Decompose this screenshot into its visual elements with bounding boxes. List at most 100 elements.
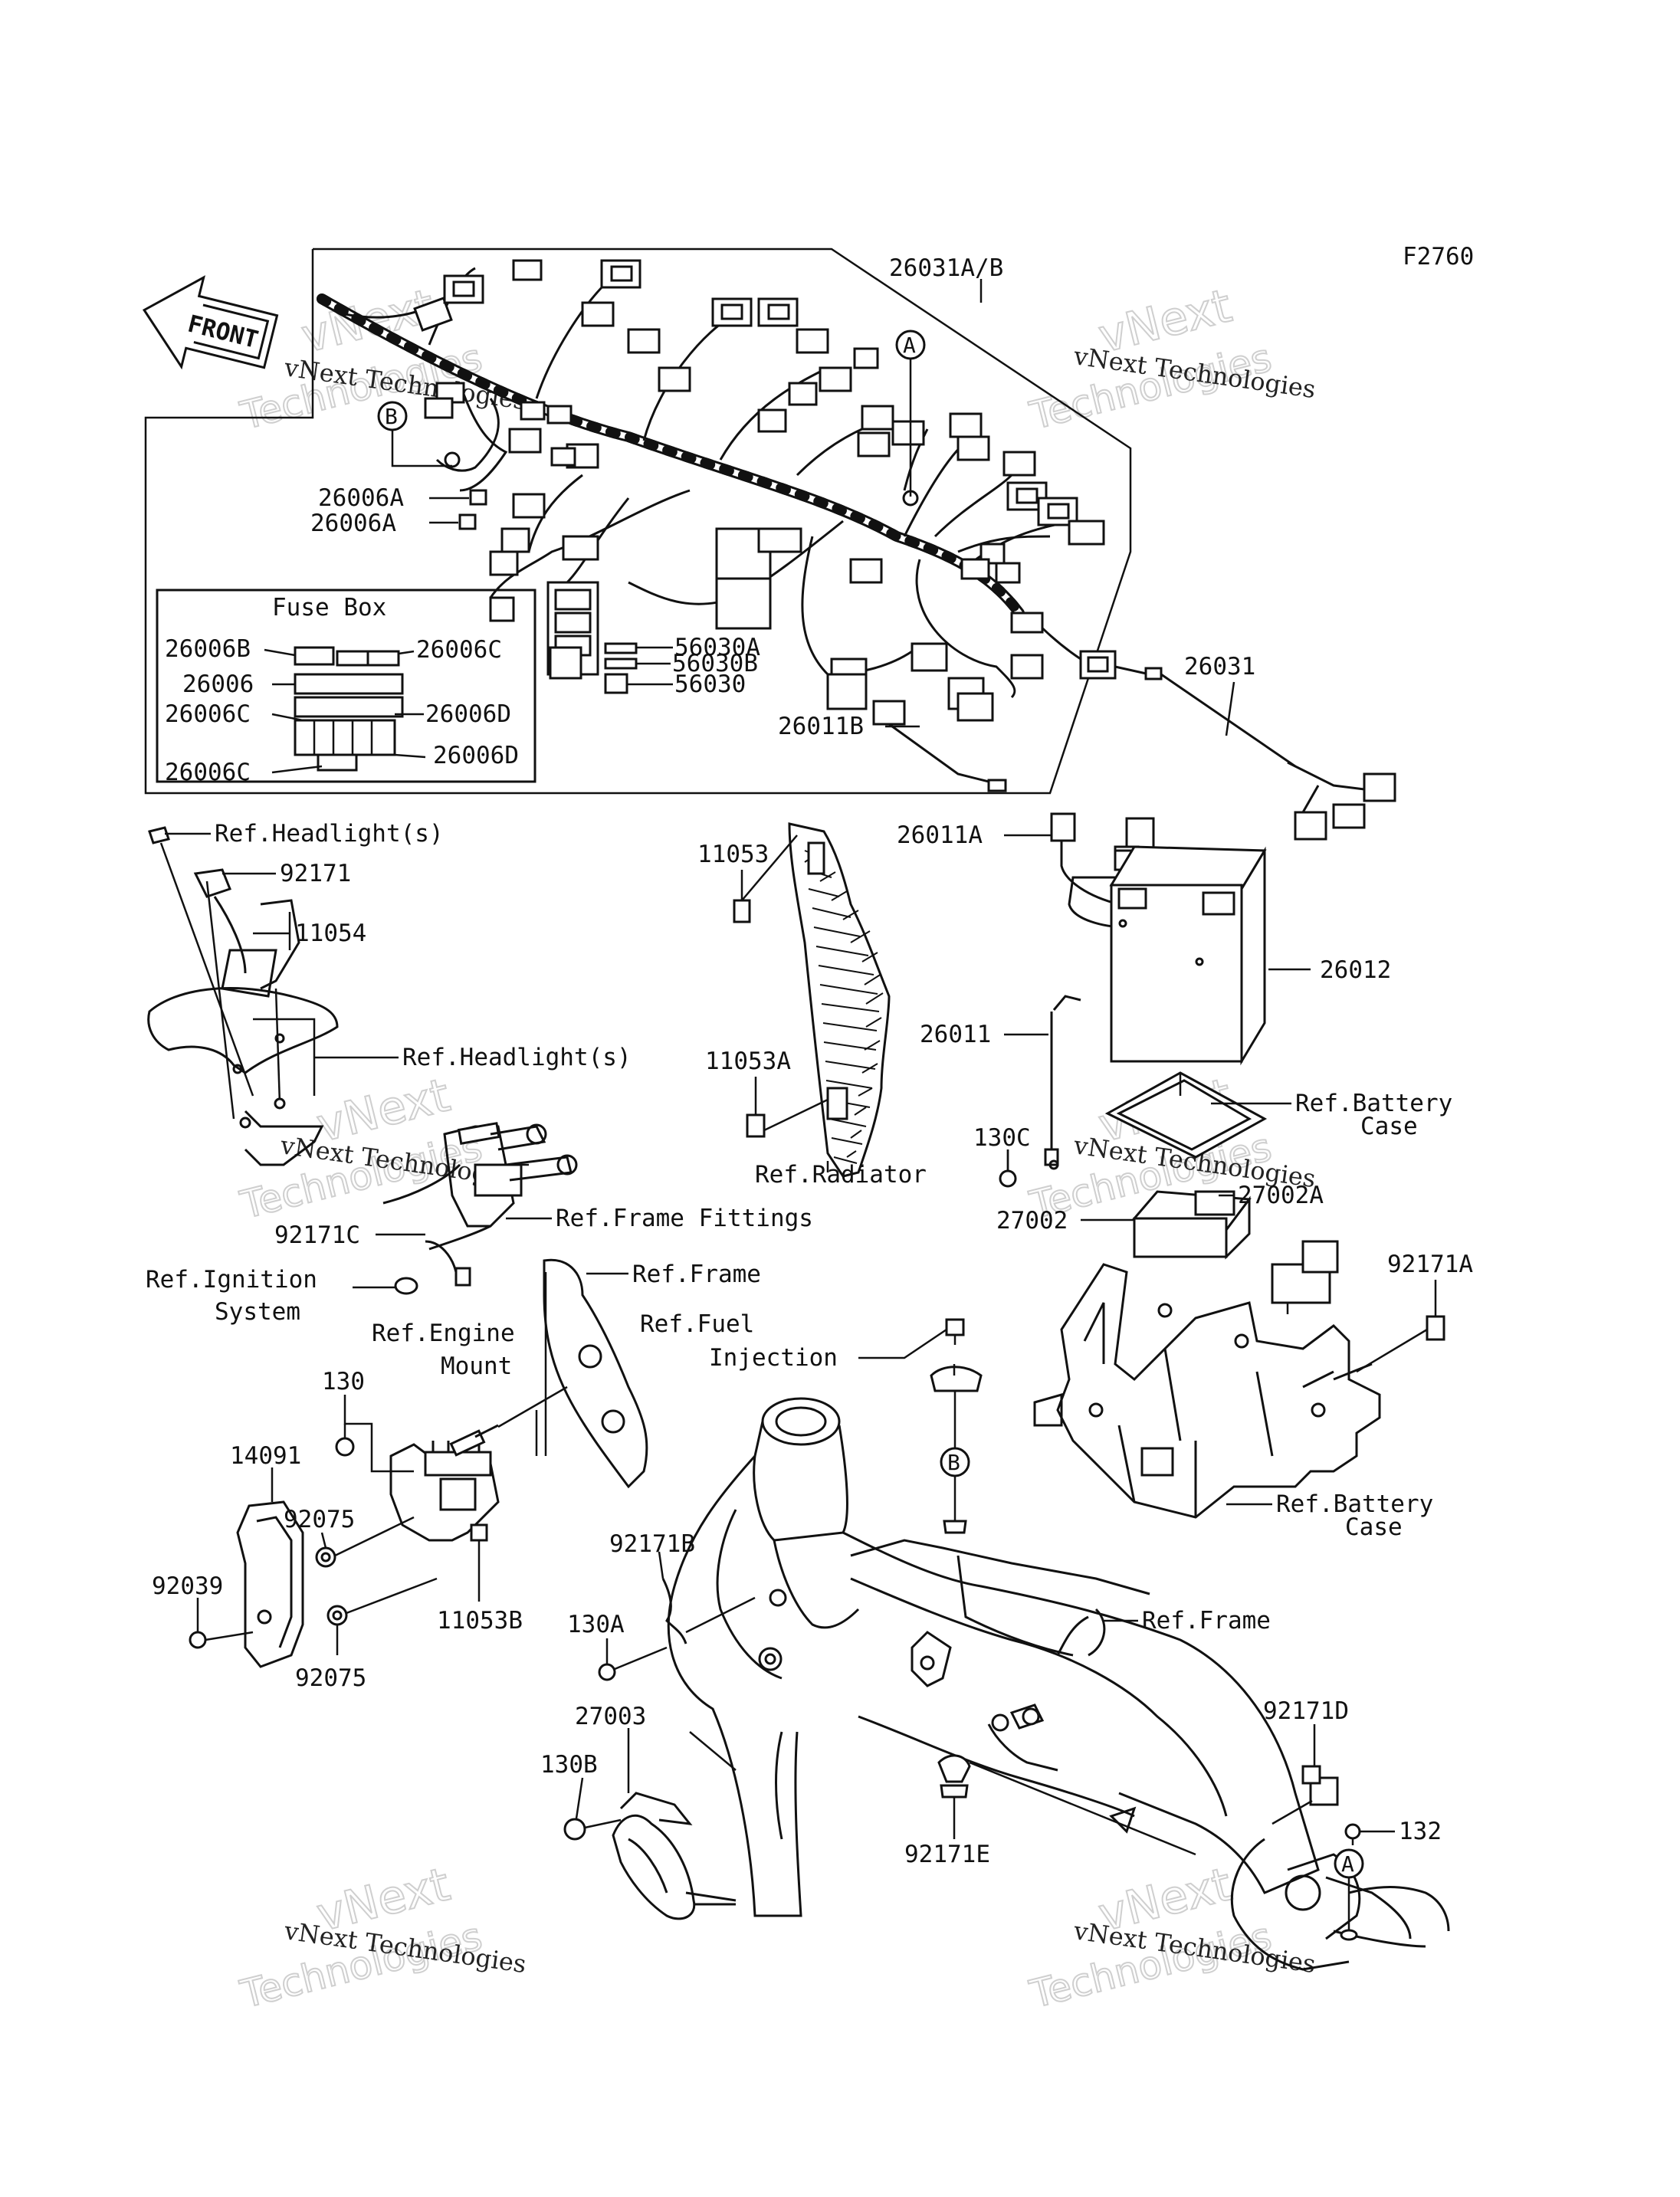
label-130b: 130B (540, 1751, 598, 1779)
fuel-leader (858, 1328, 947, 1359)
label-130: 130 (322, 1368, 365, 1395)
ref-ignition-b: System (215, 1298, 300, 1326)
marker-a-harness: A (895, 330, 926, 497)
label-130c: 130C (973, 1124, 1031, 1152)
ref-headlight-1: Ref.Headlight(s) (215, 820, 444, 848)
ref-frame-1: Ref.Frame (632, 1261, 761, 1288)
marker-a-text: A (1341, 1851, 1354, 1877)
nut-92075-upper (315, 1546, 336, 1568)
label-11053a: 11053A (705, 1048, 791, 1075)
label-92171d: 92171D (1263, 1697, 1349, 1725)
label-11054: 11054 (295, 920, 366, 947)
harness-connectors (413, 259, 1105, 722)
bracket-11053b (389, 1441, 500, 1542)
nut-92075-lower (326, 1605, 348, 1626)
ref-battery-case-1a: Ref.Battery (1295, 1090, 1452, 1117)
label-11053: 11053 (697, 841, 769, 868)
label-130a: 130A (567, 1611, 625, 1638)
main-frame (667, 1397, 1450, 1971)
label-26006c-3: 26006C (165, 759, 251, 786)
fuse-26006a-top (469, 489, 487, 506)
bolt-130a (598, 1646, 668, 1681)
clamp-92171d (1301, 1755, 1339, 1806)
label-26006a-1: 26006A (318, 484, 404, 512)
label-26031ab: 26031A/B (889, 254, 1003, 282)
label-26011b: 26011B (778, 713, 864, 740)
label-26011a: 26011A (897, 821, 983, 849)
watermark-bottom-right: vNext Technologies vNext Technologies (1025, 1857, 1317, 2018)
marker-a-text: A (903, 333, 916, 358)
engine-mount-bolt (449, 1424, 499, 1457)
label-27002a: 27002A (1238, 1182, 1324, 1209)
marker-b-text: B (947, 1450, 960, 1475)
label-56030: 56030 (674, 671, 746, 698)
label-26006c-1: 26006C (416, 636, 502, 664)
bolt-92039 (189, 1631, 254, 1649)
label-92075-1: 92075 (284, 1506, 355, 1533)
battery-pad (1104, 1071, 1268, 1159)
horn-27003 (612, 1792, 737, 1920)
label-26006c-2: 26006C (165, 700, 251, 728)
marker-b-harness: B (377, 401, 452, 467)
ref-fuel-b: Injection (709, 1344, 838, 1372)
label-56030a: 56030A (674, 634, 760, 661)
ref-engine-mount-b: Mount (441, 1353, 512, 1380)
label-26011: 26011 (920, 1021, 991, 1048)
leader-lines (165, 279, 1437, 1856)
frame-fitting-plate (543, 1258, 648, 1489)
clamp-92171e (937, 1754, 971, 1799)
clip-11053a (746, 1077, 829, 1138)
cable-26011 (1044, 995, 1081, 1170)
marker-b-text: B (385, 404, 398, 429)
fuel-injection-clamp (930, 1318, 983, 1392)
ref-fuel-a: Ref.Fuel (640, 1310, 754, 1338)
front-arrow: FRONT (142, 275, 279, 370)
main-wiring-harness (317, 267, 1081, 699)
label-14091: 14091 (230, 1442, 301, 1470)
battery-26012 (1050, 812, 1267, 1066)
ref-headlight-2: Ref.Headlight(s) (402, 1044, 632, 1071)
label-26031: 26031 (1184, 653, 1255, 680)
label-27002: 27002 (996, 1207, 1068, 1235)
clamp-92171b (661, 1578, 756, 1644)
cover-14091 (236, 1500, 304, 1668)
label-27003: 27003 (575, 1703, 646, 1730)
headlight-bracket (147, 826, 339, 1166)
clip-11053 (733, 835, 798, 923)
marker-a-frame: A (1334, 1848, 1364, 1941)
ref-frame-fittings: Ref.Frame Fittings (556, 1205, 813, 1232)
ref-radiator: Ref.Radiator (755, 1161, 927, 1189)
ref-battery-case-2b: Case (1345, 1513, 1403, 1541)
label-92171b: 92171B (609, 1530, 695, 1558)
ref-battery-case-1b: Case (1360, 1113, 1418, 1140)
clip-92171c (425, 1240, 471, 1287)
ref-frame-2: Ref.Frame (1142, 1607, 1271, 1635)
bolt-130b (563, 1818, 622, 1841)
watermark-top-right: vNext Technologies vNext Technologies (1025, 278, 1317, 439)
label-26006d-1: 26006D (425, 700, 511, 728)
relay-27002 (1132, 1190, 1252, 1260)
clamp-92171a (1426, 1295, 1445, 1341)
label-11053b: 11053B (437, 1607, 523, 1635)
label-92171: 92171 (280, 860, 351, 887)
label-92171e: 92171E (904, 1841, 990, 1868)
label-92075-2: 92075 (295, 1664, 366, 1692)
harness-outline (144, 248, 1132, 795)
bolt-132 (1344, 1823, 1361, 1845)
fuse-box: Fuse Box (156, 589, 536, 783)
marker-b-frame: B (940, 1391, 970, 1534)
label-26012: 26012 (1320, 956, 1391, 984)
label-132: 132 (1399, 1818, 1442, 1845)
label-92039: 92039 (152, 1572, 223, 1600)
figure-code: F2760 (1403, 243, 1474, 271)
radiator-shield (788, 822, 891, 1178)
label-26006a-2: 26006A (310, 510, 396, 537)
ref-ignition-a: Ref.Ignition (146, 1266, 317, 1294)
label-92171a: 92171A (1387, 1251, 1473, 1278)
part-labels: 26031A/B 26006A 26006A 26006B 26006C 260… (152, 254, 1473, 1868)
label-56030b: 56030B (672, 650, 758, 677)
label-26006d-2: 26006D (433, 742, 519, 769)
reference-labels: Ref.Headlight(s) Ref.Headlight(s) Ref.Ra… (146, 820, 1452, 1635)
ignition-cap (394, 1277, 418, 1295)
